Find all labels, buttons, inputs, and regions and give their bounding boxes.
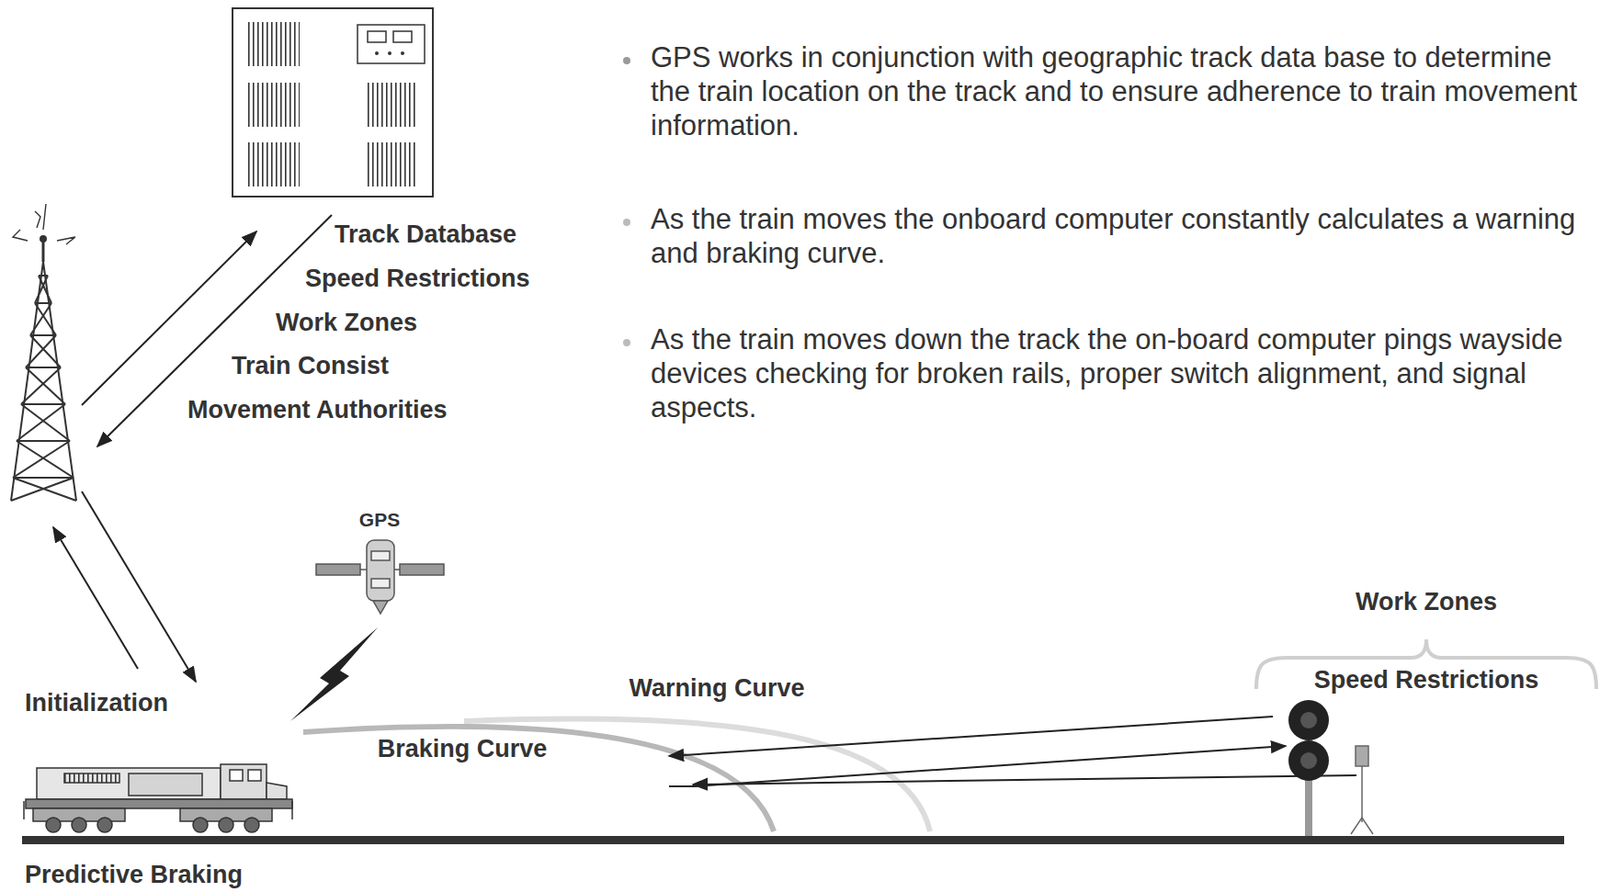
bullet-text: As the train moves the onboard computer … [650,202,1579,271]
zone-label: Work Zones [1355,589,1498,617]
gps-satellite [316,540,444,614]
wayside-signal [1288,700,1329,837]
railroad-track [22,836,1565,853]
data-item: Speed Restrictions [305,265,531,294]
zone-label: Speed Restrictions [1314,667,1540,695]
server-cabinet [232,8,433,197]
bullet-text: GPS works in conjunction with geographic… [650,40,1579,144]
bullet-text: As the train moves down the track the on… [650,322,1579,426]
section-label: Predictive Braking [24,862,243,890]
curve-label: Braking Curve [377,736,548,764]
wayside-arrows [669,716,1357,787]
comm-arrows [53,215,332,682]
section-label: Initialization [24,690,169,718]
switch-device [1350,746,1374,835]
bullet-dot [623,339,631,347]
braking-curve [303,726,774,832]
data-item: Track Database [334,221,517,250]
satellite-label: GPS [359,509,400,531]
radio-tower [11,204,77,501]
locomotive [23,764,293,833]
data-item: Train Consist [231,352,389,381]
curve-label: Warning Curve [628,675,805,704]
data-item: Work Zones [275,309,418,338]
gps-signal [290,627,378,722]
bullet-dot [623,218,631,227]
bullet-dot [623,56,631,65]
data-item: Movement Authorities [187,397,448,425]
